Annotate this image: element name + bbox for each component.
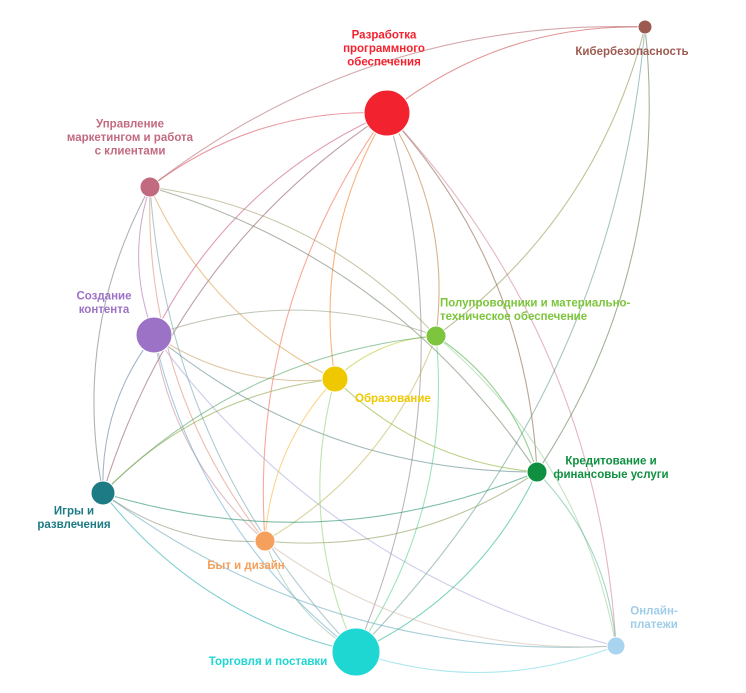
label-marketing-line: Управление bbox=[96, 119, 164, 131]
edge-cyber-marketing bbox=[149, 26, 646, 188]
node-home bbox=[254, 530, 276, 552]
edge-credit-home bbox=[264, 471, 538, 544]
label-marketing-line: с клиентами bbox=[95, 146, 166, 158]
label-credit: Кредитование и финансовые услуги bbox=[553, 455, 668, 481]
edge-software-home bbox=[262, 112, 388, 542]
label-content-line: Создание bbox=[76, 290, 131, 302]
node-payments bbox=[606, 636, 626, 656]
node-software bbox=[363, 89, 411, 137]
edges-layer bbox=[93, 26, 650, 674]
nodes-layer bbox=[90, 19, 653, 677]
node-content bbox=[135, 316, 173, 354]
edge-semi-home bbox=[264, 335, 437, 542]
edge-software-payments bbox=[386, 112, 617, 647]
edge-software-trade bbox=[355, 112, 422, 653]
edge-trade-payments bbox=[355, 645, 617, 674]
edge-semi-payments bbox=[435, 335, 617, 647]
label-payments-line: платежи bbox=[630, 619, 678, 631]
node-credit bbox=[526, 461, 548, 483]
label-payments-line: Онлайн- bbox=[630, 605, 678, 617]
node-marketing bbox=[139, 176, 161, 198]
edge-semi-credit bbox=[435, 335, 538, 473]
edge-marketing-games bbox=[93, 186, 151, 494]
node-games bbox=[90, 480, 116, 506]
edge-games-home bbox=[102, 492, 266, 542]
node-semi bbox=[425, 325, 447, 347]
edge-credit-games bbox=[102, 471, 538, 523]
edge-content-payments bbox=[153, 334, 617, 647]
edge-education-credit bbox=[334, 378, 538, 473]
edge-education-home bbox=[264, 378, 336, 542]
edge-content-home bbox=[153, 334, 266, 542]
edge-software-games bbox=[102, 112, 388, 494]
edge-credit-payments bbox=[536, 471, 617, 647]
edge-software-marketing bbox=[149, 112, 388, 188]
edge-semi-trade bbox=[355, 335, 440, 653]
edge-games-trade bbox=[102, 492, 357, 653]
edge-software-education bbox=[329, 112, 388, 380]
edge-semi-games bbox=[102, 335, 437, 494]
edge-content-semi bbox=[153, 309, 437, 337]
edge-home-payments bbox=[264, 540, 617, 648]
label-games: Игры и развлечения bbox=[37, 505, 110, 531]
label-education: Образование bbox=[355, 393, 431, 405]
label-software-line: Разработка bbox=[352, 30, 417, 42]
node-cyber bbox=[637, 19, 653, 35]
edge-cyber-credit bbox=[536, 26, 650, 473]
edge-marketing-education bbox=[149, 186, 336, 380]
edge-software-semi bbox=[386, 112, 440, 337]
label-payments: Онлайн-платежи bbox=[630, 605, 678, 631]
edge-games-payments bbox=[102, 492, 617, 648]
label-software-line: программного bbox=[343, 43, 425, 55]
edge-marketing-home bbox=[149, 186, 266, 542]
label-marketing-line: маркетингом и работа bbox=[67, 132, 194, 144]
edge-marketing-credit bbox=[149, 186, 538, 473]
edge-cyber-trade bbox=[355, 26, 646, 653]
label-credit-line: финансовые услуги bbox=[553, 469, 668, 481]
edge-marketing-semi bbox=[149, 186, 437, 337]
edge-education-trade bbox=[319, 378, 357, 653]
node-education bbox=[321, 365, 349, 393]
label-education-line: Образование bbox=[355, 393, 431, 405]
edge-credit-trade bbox=[355, 471, 538, 653]
node-trade bbox=[331, 627, 381, 677]
edge-software-content bbox=[153, 112, 388, 336]
label-credit-line: Кредитование и bbox=[565, 455, 656, 467]
label-cyber-line: Кибербезопасность bbox=[575, 46, 688, 58]
edge-content-games bbox=[102, 334, 155, 494]
edge-cyber-semi bbox=[435, 26, 646, 337]
edge-marketing-trade bbox=[149, 186, 357, 653]
label-content: Создание контента bbox=[76, 290, 131, 316]
edge-content-credit bbox=[153, 334, 538, 473]
label-home: Быт и дизайн bbox=[207, 560, 285, 572]
label-games-line: Игры и bbox=[54, 505, 94, 517]
label-semi: Полупроводники и материально-техническое… bbox=[440, 297, 631, 323]
edge-software-cyber bbox=[386, 26, 646, 114]
label-home-line: Быт и дизайн bbox=[207, 560, 285, 572]
edge-software-credit bbox=[386, 112, 538, 473]
edge-content-education bbox=[153, 334, 336, 382]
edge-education-games bbox=[102, 378, 336, 494]
label-games-line: развлечения bbox=[37, 519, 110, 531]
label-semi-line: Полупроводники и материально- bbox=[440, 297, 631, 309]
label-software-line: обеспечения bbox=[347, 57, 421, 69]
label-semi-line: техническое обеспечение bbox=[440, 311, 587, 323]
edge-content-trade bbox=[153, 334, 357, 653]
label-trade: Торговля и поставки bbox=[209, 656, 328, 668]
label-trade-line: Торговля и поставки bbox=[209, 656, 328, 668]
label-cyber: Кибербезопасность bbox=[575, 46, 688, 58]
label-content-line: контента bbox=[79, 304, 130, 316]
